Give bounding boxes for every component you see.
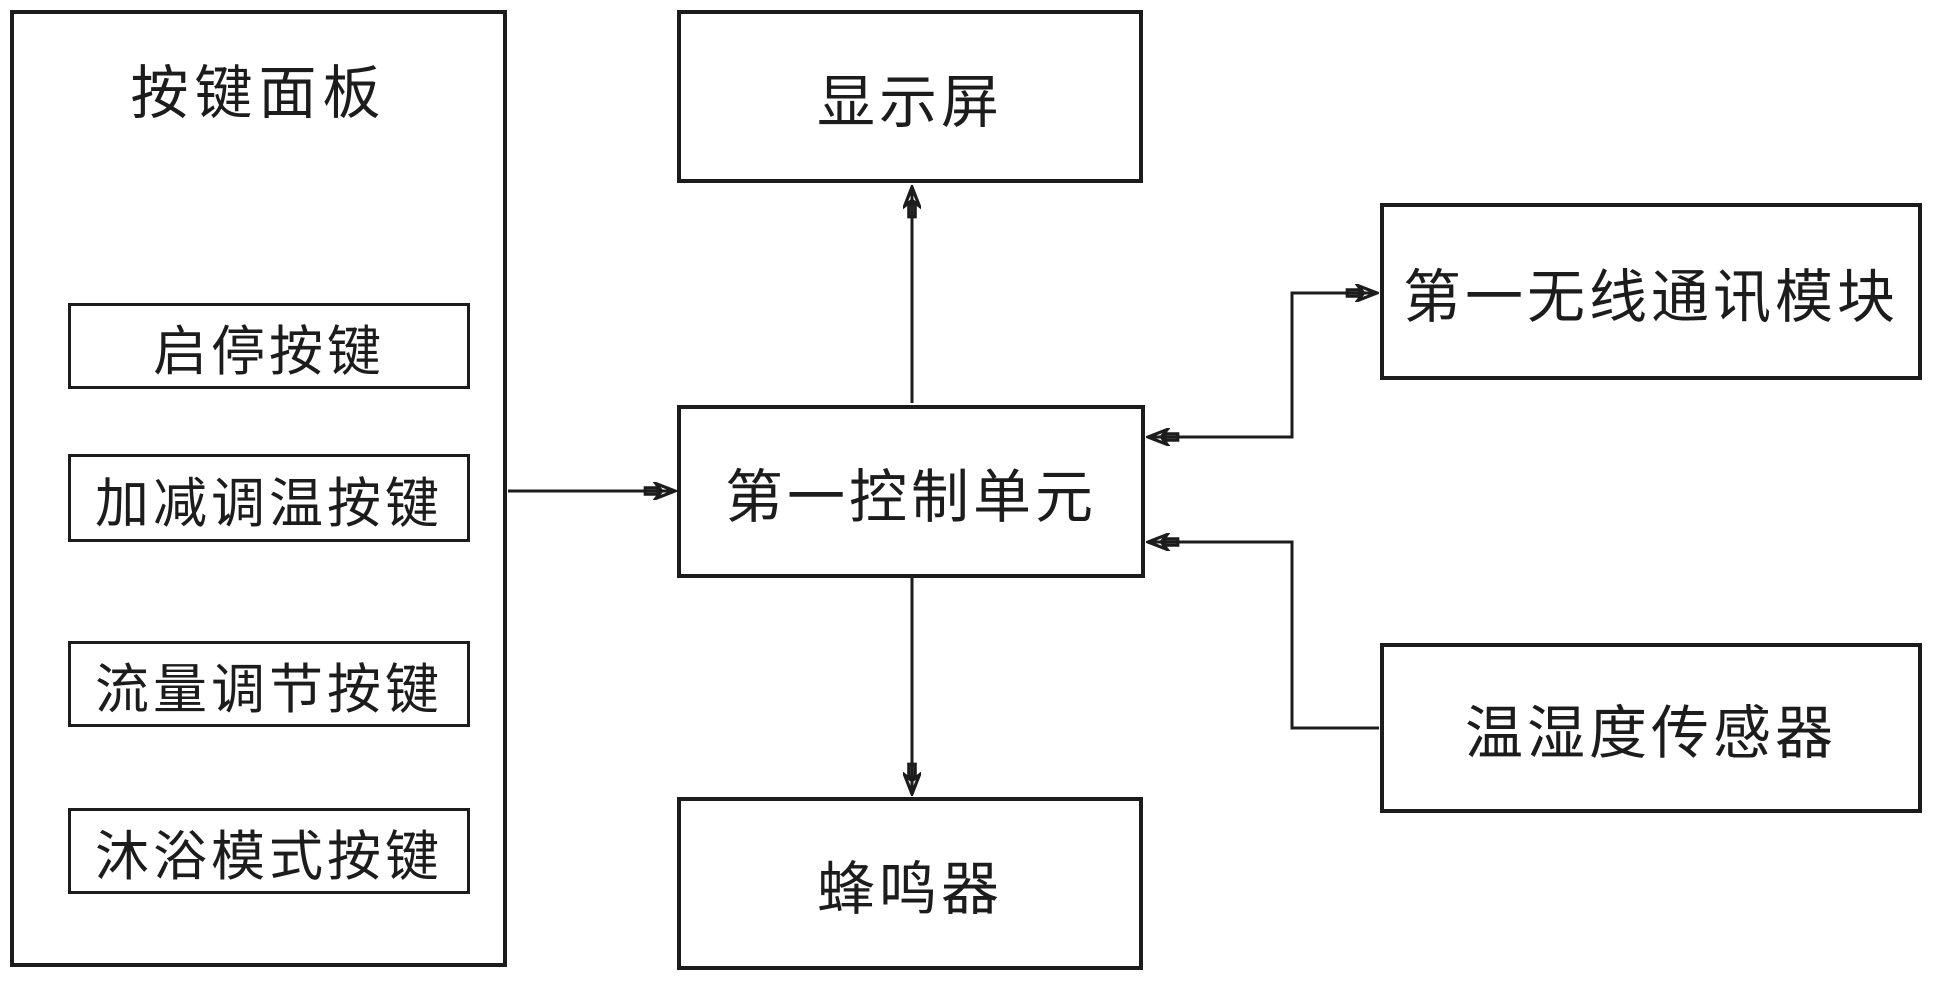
button-temp-adjust: 加减调温按键: [68, 454, 470, 542]
button-start-stop: 启停按键: [68, 303, 470, 389]
connector-control-wireless-bidirectional: [1148, 293, 1377, 437]
node-temp-humidity-sensor: 温湿度传感器: [1380, 643, 1922, 813]
connector-sensor-to-control: [1148, 542, 1379, 730]
button-bath-mode: 沐浴模式按键: [68, 808, 470, 894]
node-control-unit: 第一控制单元: [677, 405, 1145, 578]
node-buzzer: 蜂鸣器: [677, 797, 1143, 970]
node-wireless-module: 第一无线通讯模块: [1380, 203, 1922, 380]
button-panel-label: 按键面板: [130, 61, 387, 126]
button-flow-adjust: 流量调节按键: [68, 641, 470, 727]
node-display: 显示屏: [677, 10, 1143, 183]
